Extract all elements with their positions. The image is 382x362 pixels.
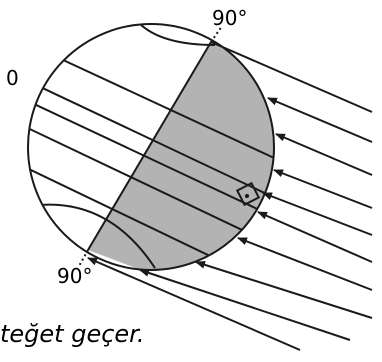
- caption-text: teğet geçer.: [0, 320, 145, 348]
- sun-ray: [195, 260, 373, 319]
- parallels: [28, 24, 274, 270]
- shaded-hemisphere: [88, 40, 274, 270]
- antarctic-circle-arc: [39, 203, 156, 269]
- equator-label: 0: [6, 66, 19, 90]
- sun-ray: [275, 133, 373, 176]
- south-pole-label: 90°: [57, 264, 93, 288]
- sun-ray: [237, 237, 373, 291]
- earth-outline: [27, 23, 275, 271]
- daylight-region: [88, 40, 274, 270]
- parallel-line: [28, 121, 274, 249]
- sun-ray: [139, 269, 351, 341]
- sun-rays: [87, 41, 373, 351]
- sun-ray: [210, 41, 373, 113]
- sun-ray: [267, 97, 373, 143]
- parallel-line: [28, 39, 274, 171]
- terminator-line: [87, 41, 212, 251]
- equator-line: [28, 94, 274, 223]
- axis-extension-bottom: [78, 249, 89, 267]
- sun-ray: [273, 169, 373, 209]
- sun-ray: [87, 257, 301, 351]
- sun-ray: [262, 192, 373, 236]
- north-pole-label: 90°: [212, 6, 248, 30]
- axis-extension-top: [210, 25, 223, 43]
- right-angle-marker: [235, 181, 261, 207]
- sun-ray: [257, 211, 373, 263]
- arctic-circle-arc: [137, 24, 216, 46]
